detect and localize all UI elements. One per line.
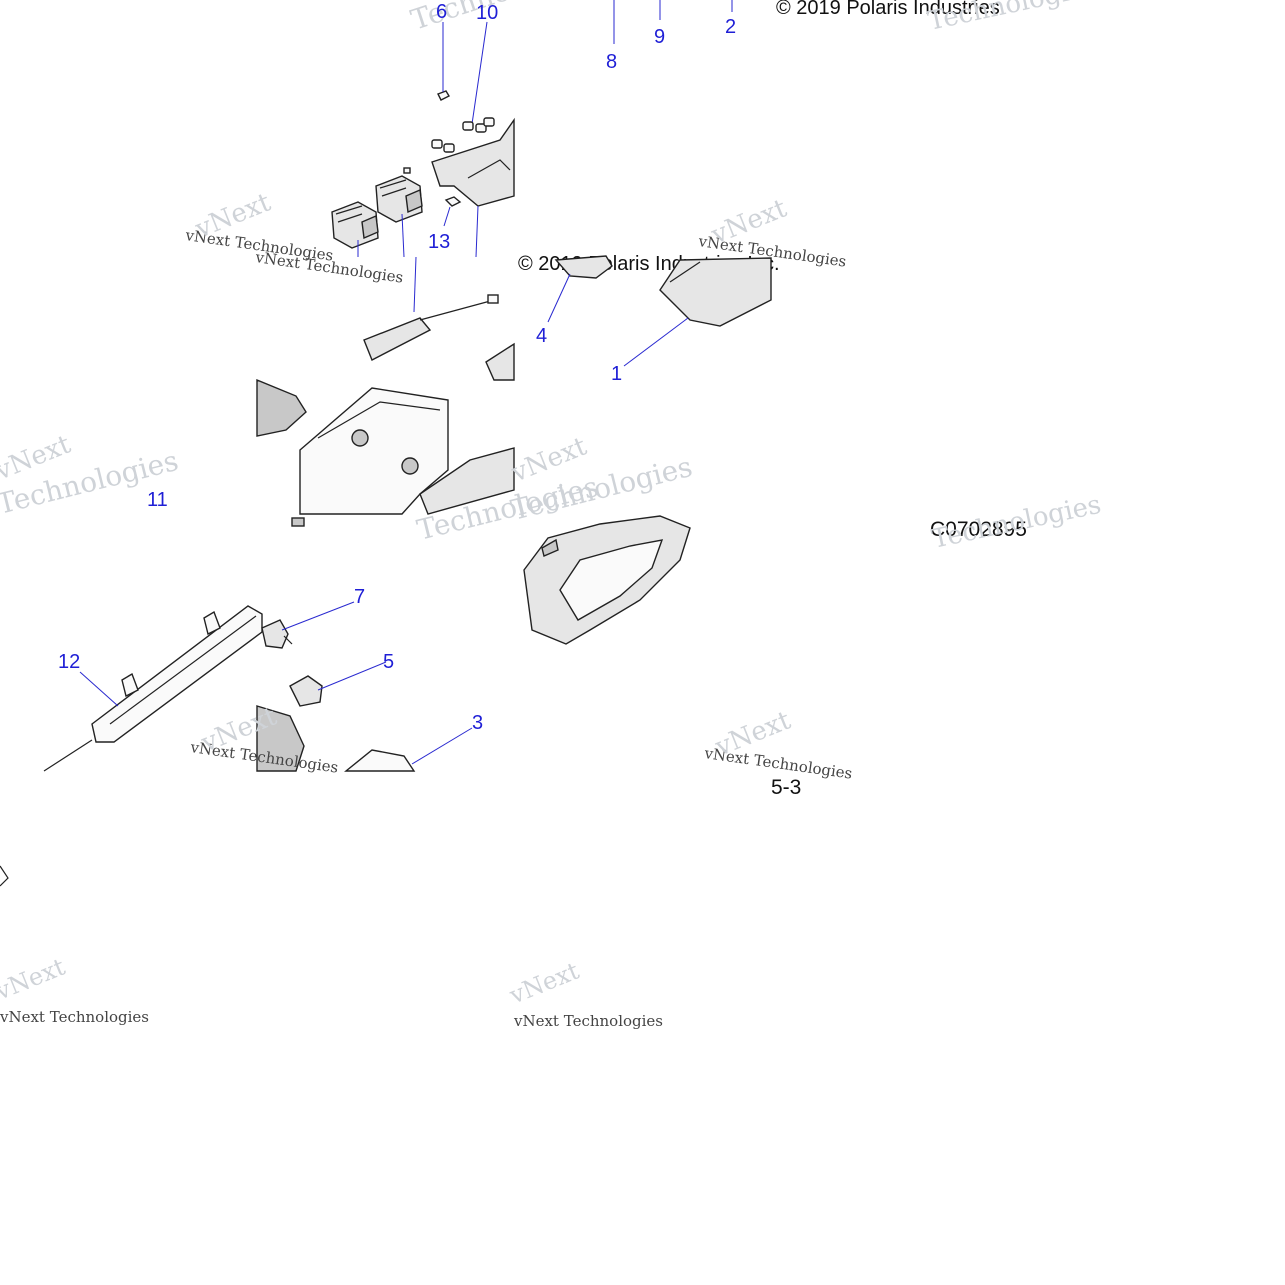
switch-right	[375, 175, 423, 223]
watermark-brand: vNext	[505, 957, 583, 1010]
page-fragment: 5-3	[771, 776, 801, 799]
part-5	[289, 675, 323, 707]
tile-row3: 12 7 5 3 vNext Technologies vNext	[43, 586, 483, 777]
switch-left	[331, 201, 379, 249]
tile-row3-middle: vNext Technologies vNext 5-3	[523, 515, 854, 799]
lens-frame	[419, 447, 515, 515]
bezel-clip	[541, 538, 559, 557]
callout-2: 2	[725, 16, 736, 38]
part-3	[344, 749, 416, 772]
leader-line	[79, 671, 119, 707]
mount-bracket	[431, 117, 515, 207]
cover-detail	[669, 261, 701, 283]
tile-mid-right: © 2019 Polaris Industries Inc. 4 1 vNext…	[506, 253, 779, 527]
callout-12: 12	[58, 651, 80, 673]
leader-line	[317, 661, 387, 691]
leader-line	[401, 213, 405, 258]
nut-part	[444, 196, 462, 207]
harness-connector	[363, 317, 432, 361]
frame-hole	[351, 429, 369, 447]
housing-fragment	[256, 705, 305, 772]
tile-row4: vNext vNext Technologies vNext vNext Tec…	[0, 865, 663, 1030]
light-bar-wire	[43, 739, 93, 772]
part-7	[261, 619, 289, 649]
leader-line	[281, 601, 355, 631]
housing-fragment	[256, 378, 307, 437]
small-clip	[291, 517, 305, 527]
harness-wire	[419, 299, 495, 321]
callout-7: 7	[354, 586, 365, 608]
drawing-code: C0702895	[930, 518, 1027, 541]
callout-6: 6	[436, 1, 447, 23]
frame-hole	[401, 457, 419, 475]
watermark-brand: Technologies	[407, 0, 593, 37]
part-4	[554, 255, 613, 279]
wire-terminal	[487, 294, 499, 304]
tile-top-right: 8 9 2 © 2019 Polaris Industries Technolo…	[606, 0, 1100, 271]
edge-fragment	[0, 865, 9, 887]
light-bar-tab	[121, 672, 139, 698]
leader-line	[471, 21, 488, 125]
watermark-text: vNext Technologies	[513, 1012, 663, 1030]
callout-3: 3	[472, 712, 483, 734]
leader-line	[413, 256, 417, 313]
bracket-fragment	[485, 342, 515, 381]
light-bar-edge	[109, 615, 257, 725]
watermark-brand: Technologies	[929, 490, 1104, 555]
screw-group	[431, 117, 495, 153]
tile-top-middle: Technologies 6 10 13	[331, 0, 593, 258]
gauge-bezel-opening	[559, 539, 664, 621]
leader-line	[547, 273, 571, 323]
watermark-text: vNext Technologies	[0, 1008, 149, 1026]
callout-4: 4	[536, 325, 547, 347]
frame-detail	[317, 401, 441, 439]
leader-line	[411, 727, 473, 765]
callout-5: 5	[383, 651, 394, 673]
bolt-part	[437, 90, 450, 101]
watermark-brand: Technologies	[925, 0, 1100, 37]
part-1-cover	[659, 257, 772, 327]
tile-mid-left: vNext Technologies 11	[0, 429, 182, 521]
bracket-detail	[467, 159, 511, 179]
callout-9: 9	[654, 26, 665, 48]
copyright-text: © 2019 Polaris Industries	[776, 0, 1000, 19]
leader-line	[475, 205, 479, 258]
callout-13: 13	[428, 231, 450, 253]
small-screw	[403, 167, 411, 174]
watermark-brand: vNext	[0, 953, 69, 1006]
leader-line	[443, 206, 451, 227]
mounting-frame	[299, 387, 449, 515]
callout-10: 10	[476, 2, 498, 24]
light-bar-tab	[203, 610, 221, 636]
drawing-code-block: C0702895 Technologies	[929, 490, 1104, 555]
part-7-stem	[283, 635, 293, 645]
callout-1: 1	[611, 363, 622, 385]
callout-8: 8	[606, 51, 617, 73]
callout-11: 11	[147, 489, 168, 511]
leader-line	[623, 317, 689, 367]
